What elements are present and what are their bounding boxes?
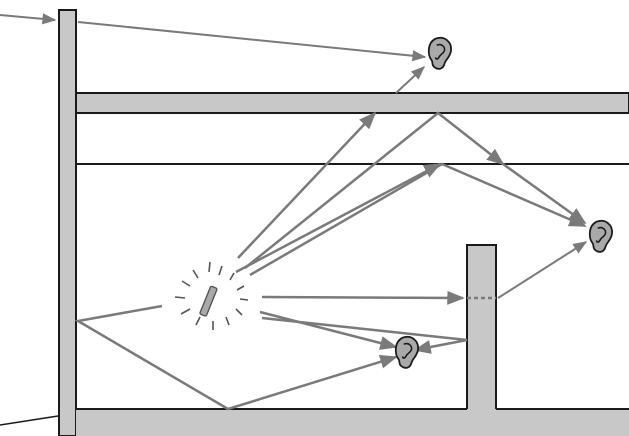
- ear-icon: [427, 36, 452, 70]
- ground-line: [0, 415, 59, 426]
- ceiling-slab: [75, 92, 629, 114]
- ray-upper-to-right-ear: [249, 162, 587, 277]
- sound-rays: [74, 21, 588, 411]
- ray-through-ceiling: [395, 66, 426, 94]
- external-lines: [0, 13, 59, 426]
- left-wall: [58, 9, 77, 436]
- ear-icon: [394, 335, 419, 369]
- ray-to-bottom-ear: [259, 310, 398, 350]
- floor-slab: [76, 409, 629, 436]
- ray-reflect-partition-to-ear: [261, 316, 468, 354]
- ray-upper-reflect-right-ear: [502, 162, 587, 225]
- ray-up-reflect-right: [244, 111, 505, 269]
- ray-up-1: [237, 111, 377, 259]
- walls: [58, 9, 629, 436]
- ray-to-partition: [261, 290, 465, 305]
- ray-left-wall-floor: [74, 304, 398, 411]
- sound-source-burst-icon: [174, 261, 249, 330]
- incoming-ray: [0, 13, 57, 25]
- ray-through-partition: [497, 241, 588, 299]
- ray-outside-to-top-ear: [77, 21, 427, 62]
- ray-mid-1: [235, 162, 442, 274]
- ear-icon: [588, 219, 613, 253]
